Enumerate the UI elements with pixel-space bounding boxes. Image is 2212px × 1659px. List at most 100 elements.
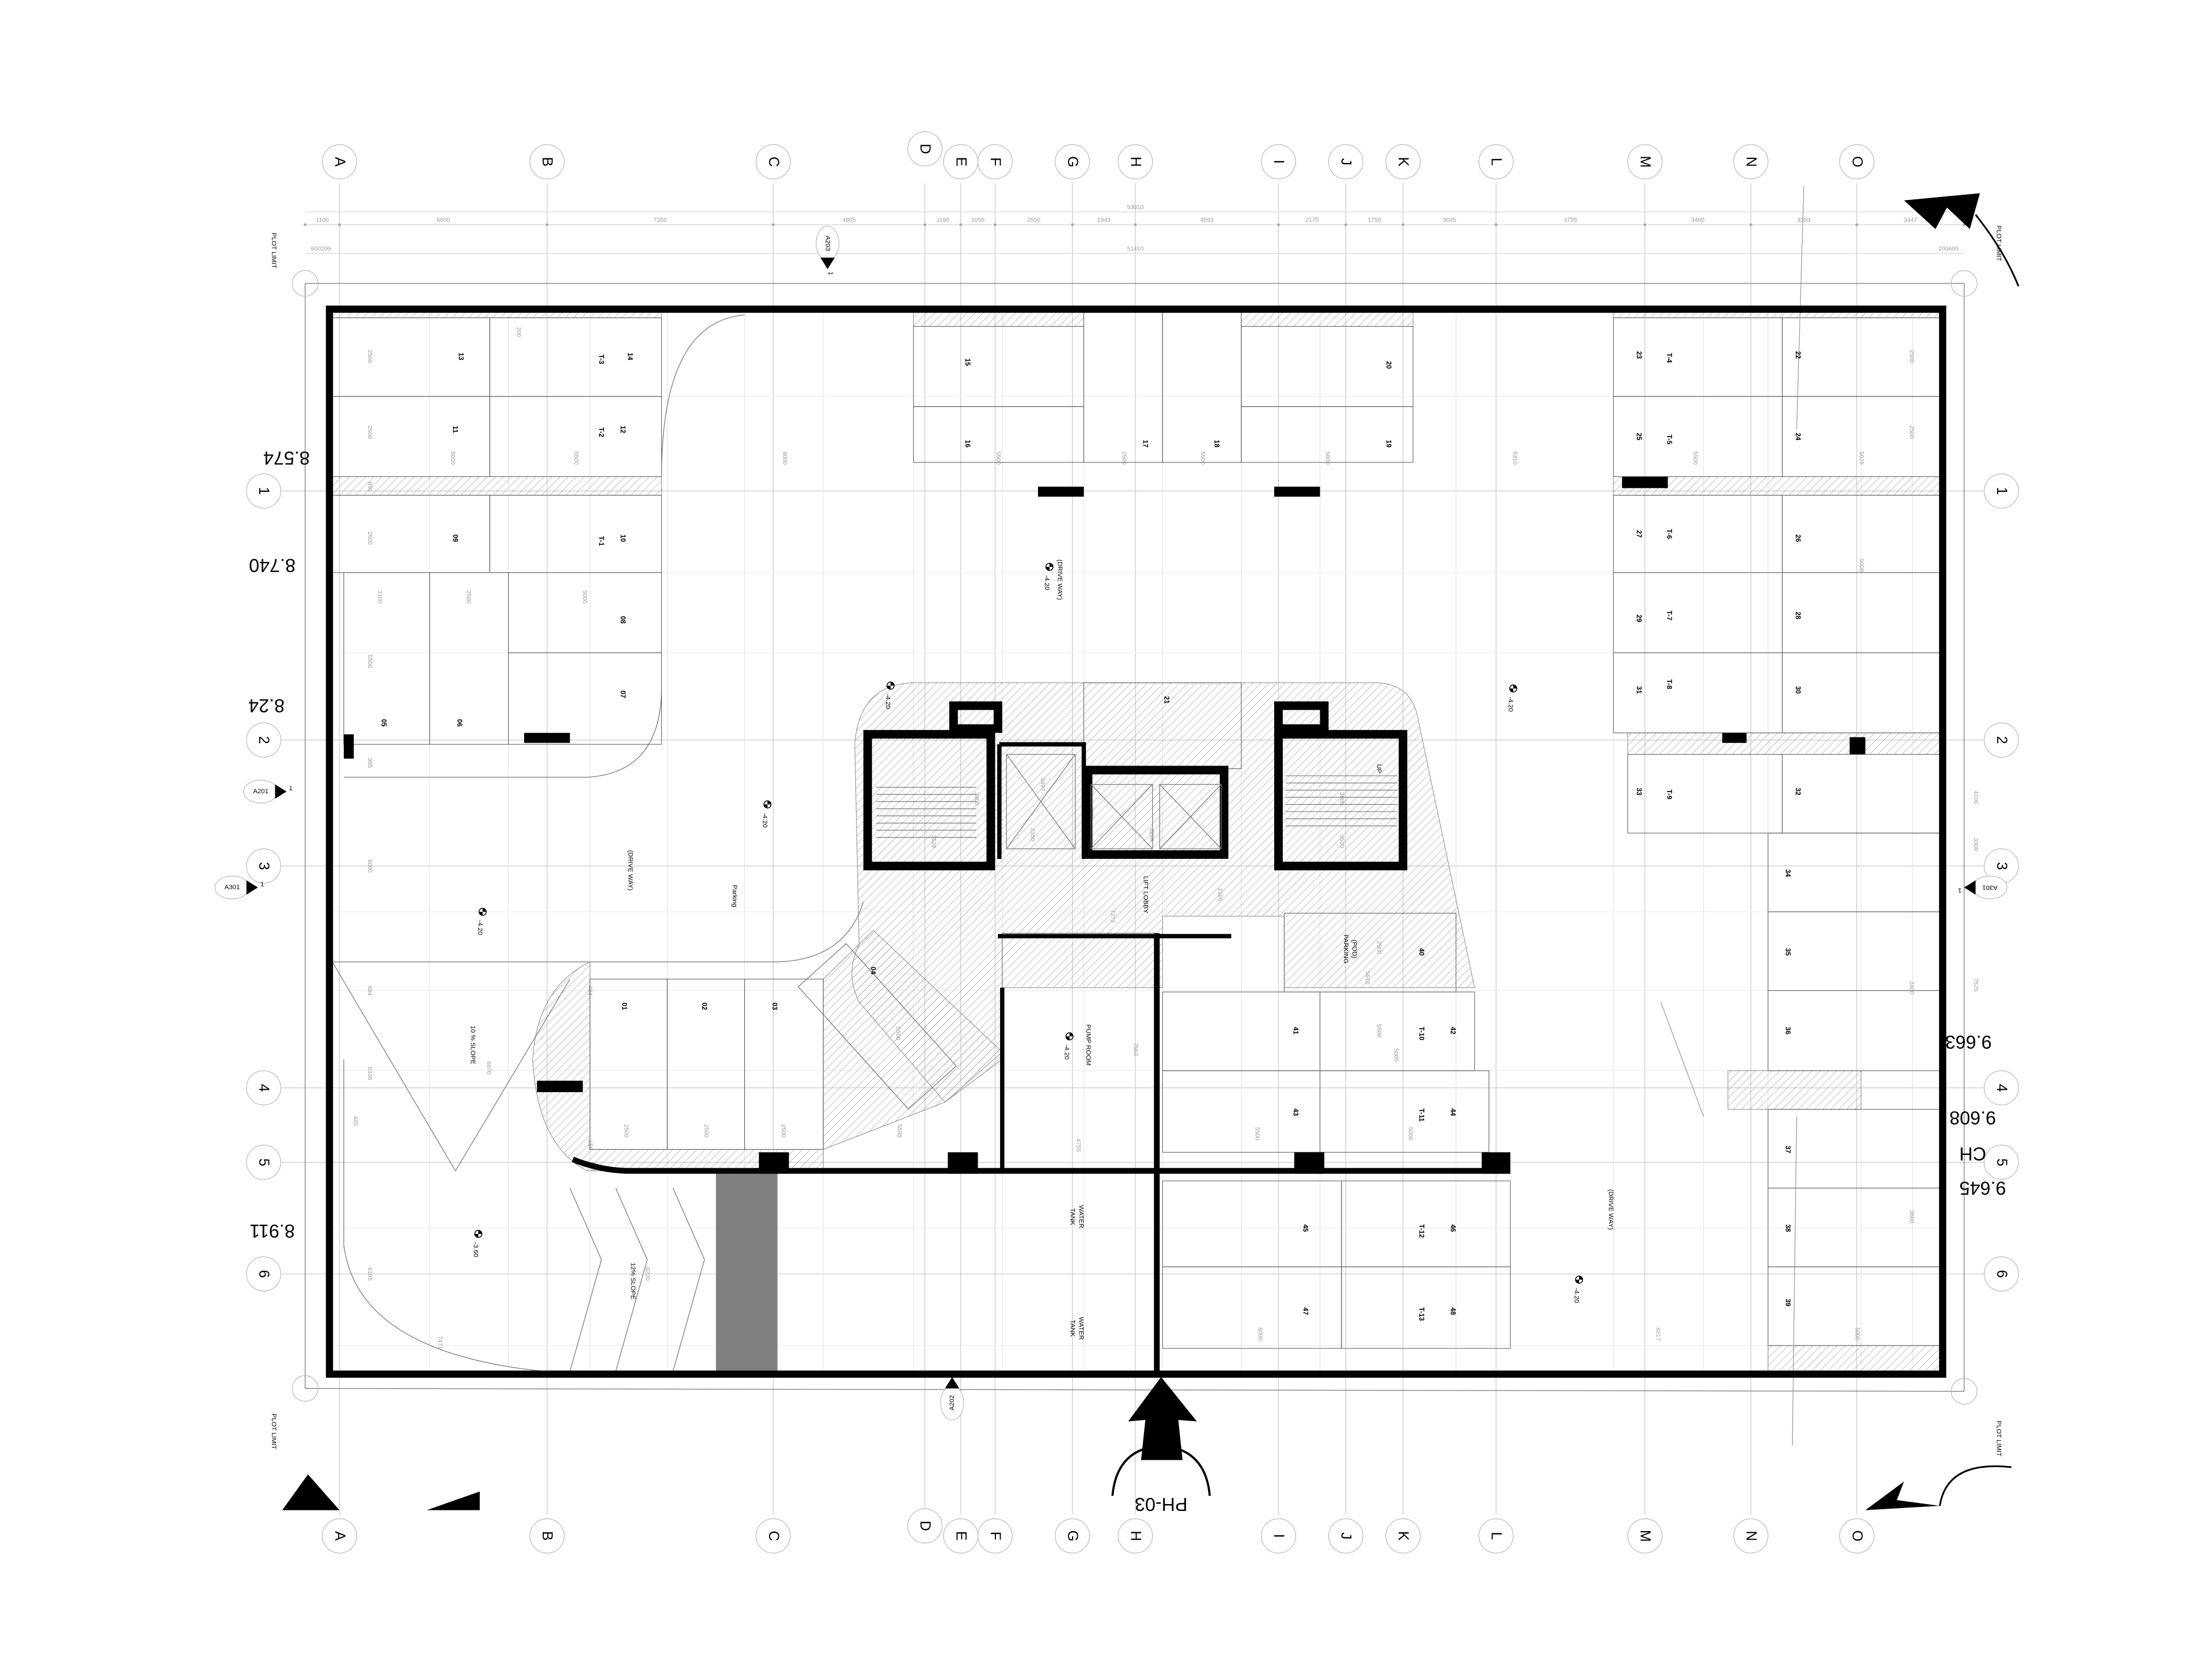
structural-column: [1722, 733, 1747, 743]
grid-column-label: F: [987, 157, 1003, 166]
grid-bubble-row-1-left: 1: [246, 473, 282, 509]
bubble-circle: [529, 1518, 565, 1554]
level-marker-fill: [1509, 685, 1517, 692]
bubble-circle: [1385, 1518, 1421, 1554]
ramp-slope-label: 12% SLOPE: [630, 1263, 637, 1300]
dimension-value: 6310: [1512, 452, 1518, 465]
grid-column-label: L: [1488, 158, 1504, 166]
dimension-setback: 600200: [311, 246, 331, 252]
bubble-circle: [1733, 144, 1768, 180]
grid-bubble-n-top: N: [1733, 144, 1768, 180]
grid-bubble-f-bottom: F: [977, 1518, 1013, 1554]
bubble-circle: [1260, 144, 1296, 180]
grid-bubble-e-bottom: E: [943, 1518, 979, 1554]
dimension-value: 5500: [573, 452, 579, 465]
walls: [325, 305, 1946, 1378]
stall-number: 39: [1784, 1299, 1792, 1307]
entry-arc: [1111, 1444, 1211, 1496]
grid-bubble-row-1-right: 1: [1983, 473, 2019, 509]
parking-stalls: [332, 186, 1941, 1446]
parking-stall-outline: [1319, 1070, 1490, 1153]
section-arrow-icon: [945, 1377, 960, 1389]
dimension-value: 2550: [1027, 217, 1040, 224]
level-marker: -4.20: [476, 907, 487, 935]
structural-column: [1274, 486, 1320, 497]
water-tank-label: WATER: [1078, 1205, 1085, 1228]
stall-number: 19: [1385, 440, 1393, 448]
grid-row-label: 2: [1994, 736, 2009, 744]
stall-number: 35: [1784, 948, 1792, 956]
stall-number: 22: [1794, 351, 1802, 359]
bubble-circle: [321, 144, 357, 180]
stall-number: 24: [1794, 433, 1802, 441]
core-wall: [1274, 701, 1329, 733]
corner-arrow-icon: [1865, 1481, 1940, 1510]
grid-bubble-a-top: A: [321, 144, 357, 180]
parking-stall-outline: [507, 572, 662, 653]
plot-corner-marker: [1950, 1378, 1978, 1405]
stall-number: T-8: [1665, 679, 1673, 690]
grid-row-label: 2: [256, 736, 271, 744]
dimension-value: 2500: [366, 532, 373, 545]
section-number-label: 1: [289, 785, 293, 792]
parking-stall-outline: [489, 495, 662, 573]
level-annotation: 8.740: [249, 555, 296, 576]
stall-number: 14: [626, 353, 634, 361]
stall-number: T-12: [1418, 1224, 1426, 1238]
corner-arrow-icon: [282, 1474, 340, 1510]
grid-column-label: O: [1849, 1531, 1865, 1541]
stall-number: 40: [1418, 948, 1426, 956]
level-marker: -4.20: [1507, 684, 1517, 712]
section-arrow-icon: [246, 880, 258, 895]
grid-column-label: O: [1849, 156, 1865, 167]
north-arrow-arc: [1975, 214, 2020, 287]
ramp-slope-label: 10 % SLOPE: [469, 1025, 476, 1065]
grid-column-label: H: [1127, 1531, 1143, 1541]
lift-lobby-label: LIFT LOBBY: [1142, 876, 1149, 914]
structural-column: [537, 1081, 583, 1092]
stall-number: T-4: [1665, 353, 1673, 363]
dimension-tick: [1494, 223, 1498, 226]
dimension-value: 2500: [366, 426, 373, 439]
stall-number: 25: [1635, 433, 1643, 441]
grid-column-label: I: [1271, 160, 1286, 164]
parking-label: Parking: [731, 885, 738, 907]
bubble-circle: [755, 1518, 791, 1554]
stall-number: 38: [1784, 1224, 1792, 1232]
entry-marker-ph-03[interactable]: PH-03: [1111, 1377, 1211, 1515]
interior-wall: [571, 1157, 1510, 1174]
grid-bubble-f-top: F: [977, 144, 1013, 180]
bubble-circle: [1328, 1518, 1363, 1554]
bubble-circle: [1627, 1518, 1663, 1554]
dimension-value: 7471: [437, 1336, 443, 1349]
stall-number: 21: [1163, 696, 1171, 704]
grid-bubble-c-top: C: [755, 144, 791, 180]
level-marker-fill: [1066, 1032, 1073, 1040]
grid-column-label: A: [332, 1531, 347, 1541]
dimension-value: 2500: [366, 350, 373, 363]
stall-number: 31: [1635, 686, 1643, 694]
stall-number: 42: [1449, 1027, 1457, 1035]
dimension-value: 6600: [437, 217, 450, 224]
hatched-strip: [1767, 1345, 1940, 1372]
dimension-value: 2500: [780, 1124, 786, 1137]
stall-number: T-7: [1665, 611, 1673, 621]
dimension-value: 8217: [1654, 1327, 1661, 1340]
grid-column-label: M: [1637, 156, 1653, 168]
dimension-value: 6870: [485, 1061, 491, 1074]
stall-number: 37: [1784, 1146, 1792, 1154]
plot-corner-marker: [291, 270, 319, 297]
parking-stall-04-outline: [797, 943, 957, 1110]
grid-bubble-l-bottom: L: [1478, 1518, 1514, 1554]
dimension-value: 1943: [1097, 217, 1111, 224]
parking-stall-outline: [1162, 312, 1242, 463]
hatched-strip: [332, 312, 662, 319]
dimension-value: 1750: [1368, 217, 1381, 224]
section-number-label: 1: [1958, 887, 1961, 894]
